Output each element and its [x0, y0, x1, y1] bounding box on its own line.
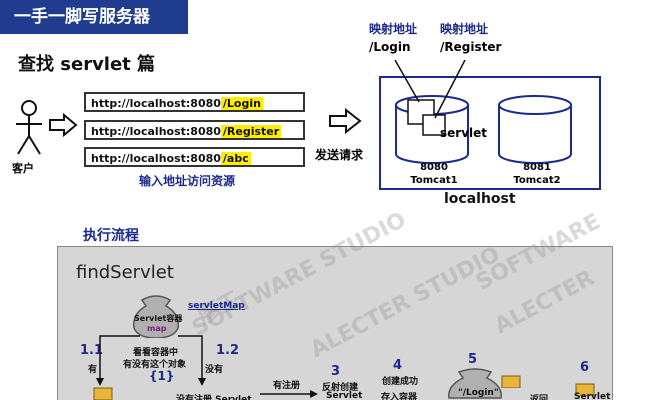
servlet-box-icon [575, 383, 595, 396]
tomcat-port: 8081 [523, 162, 551, 173]
url-host: http://localhost:8080 [91, 97, 221, 110]
tomcat-servers-diagram [394, 60, 572, 164]
localhost-box [379, 76, 601, 190]
container-label: Servlet容器 [134, 314, 183, 323]
tomcat-name: Tomcat2 [513, 175, 561, 186]
mapping-login: 映射地址 /Login [369, 20, 417, 56]
step-3-sub: Servlet [326, 391, 363, 400]
client-label: 客户 [12, 162, 34, 175]
check-text-1: 看看容器中 [133, 348, 179, 358]
flow-arrows [96, 335, 206, 386]
find-servlet-title: findServlet [76, 262, 174, 283]
find-servlet-panel [57, 246, 613, 400]
check-brace: {1} [149, 369, 175, 383]
mapping-path: /Login [369, 40, 411, 54]
return-label: 返回 [530, 395, 549, 400]
servlet-box-icon [93, 387, 113, 400]
url-path: /abc [220, 152, 251, 165]
step-4-sub: 存入容器 [381, 393, 418, 400]
send-request-label: 发送请求 [315, 148, 364, 162]
step-4-text: 创建成功 [382, 377, 419, 387]
step-1-2-note: 没有 [205, 365, 224, 375]
arrow-right-icon [49, 113, 78, 137]
tomcat-2: 8081 Tomcat2 [503, 161, 571, 187]
step-1-1-note: 有 [88, 365, 98, 375]
check-text-2: 有没有这个对象 [123, 360, 187, 370]
step-3-text: 反射创建 [322, 383, 359, 393]
mapping-title: 映射地址 [440, 22, 489, 36]
arrow-right-icon [260, 390, 318, 398]
step-1-2: 1.2 [216, 343, 240, 358]
url-box-abc: http://localhost:8080/abc [84, 147, 305, 167]
url-box-register: http://localhost:8080/Register [84, 120, 305, 140]
mapping-register: 映射地址 /Register [440, 20, 501, 56]
map-label: map [147, 324, 167, 333]
tomcat-port: 8080 [420, 162, 448, 173]
registered-label: 有注册 [273, 381, 301, 391]
input-address-label: 输入地址访问资源 [139, 174, 236, 188]
not-registered-label: 没有注册 Servlet [176, 395, 252, 400]
header-title: 一手一脚写服务器 [0, 0, 188, 34]
person-icon [16, 100, 42, 155]
step-5: 5 [468, 352, 478, 367]
servlet-map-label: servletMap [188, 301, 245, 311]
step-5-sub: "/Login" [458, 388, 499, 398]
url-path: /Login [220, 97, 263, 110]
url-host: http://localhost:8080 [91, 152, 221, 165]
mapping-title: 映射地址 [369, 22, 418, 36]
step-4: 4 [393, 358, 403, 373]
servlet-container-icon [448, 368, 502, 399]
servlet-label: servlet [440, 126, 488, 140]
step-3: 3 [331, 364, 341, 379]
step-1-1: 1.1 [80, 343, 104, 358]
arrow-right-icon [329, 108, 362, 134]
servlet-container-icon [133, 295, 179, 338]
exec-flow-title: 执行流程 [83, 228, 139, 244]
section-title: 查找 servlet 篇 [18, 54, 156, 75]
tomcat-name: Tomcat1 [410, 175, 458, 186]
url-host: http://localhost:8080 [91, 125, 221, 138]
localhost-label: localhost [444, 191, 516, 207]
url-path: /Register [220, 125, 282, 138]
url-box-login: http://localhost:8080/Login [84, 92, 305, 112]
servlet-box-icon [501, 375, 521, 388]
tomcat-1: 8080 Tomcat1 [400, 161, 468, 187]
mapping-path: /Register [440, 40, 502, 54]
step-6-sub: Servlet [574, 392, 611, 400]
step-6: 6 [580, 360, 590, 375]
